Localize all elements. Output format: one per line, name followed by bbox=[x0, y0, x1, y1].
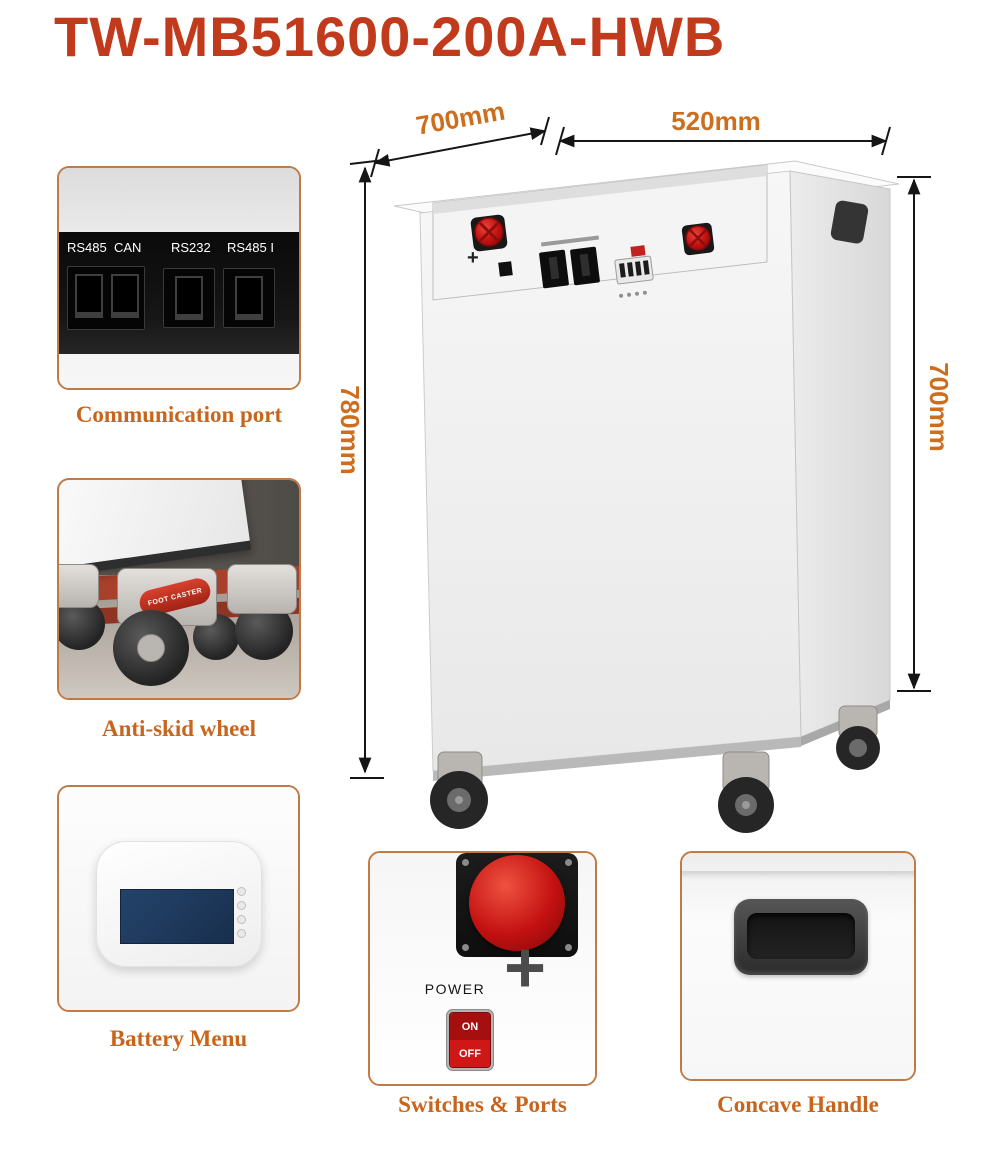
rj45-jack bbox=[175, 276, 203, 320]
concave-handle bbox=[734, 899, 868, 975]
comm-port-panel: RS485 CAN RS232 RS485 I bbox=[59, 232, 299, 354]
port-label-rs485-can: RS485 CAN bbox=[67, 240, 142, 255]
caster-bracket bbox=[227, 564, 297, 614]
port-label-rs232: RS232 bbox=[171, 240, 211, 255]
caption-communication-port: Communication port bbox=[75, 402, 283, 427]
caster-brand-text: FOOT CASTER bbox=[147, 586, 203, 608]
rj45-port-rs232 bbox=[163, 268, 215, 328]
rj45-jack bbox=[111, 274, 139, 318]
communication-port-photo: RS485 CAN RS232 RS485 I bbox=[57, 166, 301, 390]
screw-icon bbox=[462, 859, 469, 866]
caption-anti-skid-wheel: Anti-skid wheel bbox=[102, 716, 256, 741]
screw-icon bbox=[565, 944, 572, 951]
panel-small-port bbox=[498, 261, 513, 277]
caster-front-right bbox=[718, 751, 774, 833]
rj45-port-dual bbox=[67, 266, 145, 330]
cabinet-base-front bbox=[433, 737, 801, 781]
power-label: POWER bbox=[424, 981, 486, 997]
indicator-dots bbox=[619, 290, 647, 298]
dip-switch bbox=[614, 245, 654, 285]
caster-back-right bbox=[836, 705, 880, 770]
dim-label-700-top: 700mm bbox=[414, 96, 507, 141]
dimension-annotations bbox=[349, 116, 931, 779]
menu-button bbox=[237, 901, 246, 910]
rj45-jack bbox=[75, 274, 103, 318]
negative-terminal bbox=[681, 222, 715, 256]
switches-ports-photo: + POWER ON OFF bbox=[368, 851, 597, 1086]
dim-label-520-top: 520mm bbox=[671, 106, 761, 136]
caption-concave-handle: Concave Handle bbox=[717, 1092, 879, 1117]
rocker-off-label: OFF bbox=[450, 1040, 490, 1067]
breaker-switches bbox=[539, 246, 600, 289]
emergency-stop-base bbox=[456, 853, 578, 957]
positive-terminal bbox=[470, 214, 508, 252]
concave-handle-photo bbox=[680, 851, 916, 1081]
product-title: TW-MB51600-200A-HWB bbox=[54, 5, 726, 68]
side-handle-cutout bbox=[830, 200, 869, 244]
rocker-body: ON OFF bbox=[449, 1012, 491, 1068]
handle-recess bbox=[747, 913, 855, 959]
anti-skid-wheel-photo: FOOT CASTER bbox=[57, 478, 301, 700]
dim-label-780-left: 780mm bbox=[335, 385, 365, 475]
panel-plus-mark: + bbox=[467, 247, 479, 269]
caster-front-left bbox=[430, 751, 488, 829]
dim-label-700-right: 700mm bbox=[924, 362, 954, 452]
display-bezel bbox=[96, 841, 262, 967]
screw-icon bbox=[462, 944, 469, 951]
caster-bracket bbox=[59, 564, 99, 608]
panel-legend-strip bbox=[540, 235, 600, 247]
dim-line-700-top bbox=[373, 127, 547, 167]
power-rocker-switch: ON OFF bbox=[446, 1009, 494, 1071]
battery-cabinet: + bbox=[393, 160, 900, 833]
menu-button bbox=[237, 929, 246, 938]
panel-seam bbox=[682, 871, 914, 878]
control-panel: + bbox=[432, 164, 768, 301]
screw-icon bbox=[565, 859, 572, 866]
emergency-stop-button bbox=[469, 855, 565, 951]
rj45-port-rs485 bbox=[223, 268, 275, 328]
menu-button bbox=[237, 915, 246, 924]
menu-button bbox=[237, 887, 246, 896]
port-label-rs485b: RS485 I bbox=[227, 240, 274, 255]
caption-switches-ports: Switches & Ports bbox=[398, 1092, 567, 1117]
battery-menu-photo bbox=[57, 785, 300, 1012]
positive-terminal-mark: + bbox=[503, 928, 547, 1008]
caster-hub bbox=[137, 634, 165, 662]
rj45-jack bbox=[235, 276, 263, 320]
cabinet-side-face bbox=[789, 170, 891, 738]
lcd-screen bbox=[120, 889, 234, 944]
rocker-on-label: ON bbox=[450, 1013, 490, 1040]
caption-battery-menu: Battery Menu bbox=[109, 1026, 248, 1051]
